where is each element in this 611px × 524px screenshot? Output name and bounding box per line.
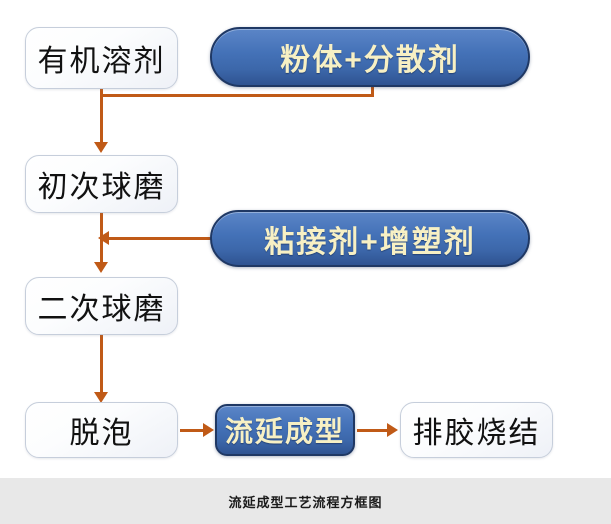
diagram-caption: 流延成型工艺流程方框图 — [228, 494, 383, 510]
arrowhead-down-icon — [94, 262, 108, 273]
node-label: 粘接剂+增塑剂 — [264, 225, 476, 259]
arrowhead-down-icon — [94, 142, 108, 153]
connector-segment-horizontal — [357, 429, 389, 432]
node-tape-casting[interactable]: 流延成型 — [215, 404, 355, 456]
arrowhead-right-icon — [203, 423, 214, 437]
connector-segment-horizontal — [180, 429, 205, 432]
node-label: 粉体+分散剂 — [280, 44, 460, 77]
arrowhead-right-icon — [387, 423, 398, 437]
connector-segment-vertical — [100, 335, 103, 397]
node-organic-solvent[interactable]: 有机溶剂 — [25, 27, 178, 89]
node-powder-dispersant[interactable]: 粉体+分散剂 — [210, 27, 530, 87]
node-label: 二次球磨 — [37, 293, 166, 326]
caption-bar: 流延成型工艺流程方框图 — [0, 478, 611, 524]
connector-segment-vertical — [100, 94, 103, 142]
node-binder-plasticizer[interactable]: 粘接剂+增塑剂 — [210, 210, 530, 267]
connector-segment-horizontal — [104, 237, 212, 240]
node-label: 排胶烧结 — [412, 417, 541, 450]
node-label: 初次球磨 — [37, 171, 166, 204]
node-debinding-sintering[interactable]: 排胶烧结 — [400, 402, 553, 458]
connector-segment-horizontal — [100, 94, 374, 97]
node-label: 流延成型 — [224, 416, 345, 447]
node-label: 有机溶剂 — [37, 45, 166, 78]
arrowhead-left-icon — [98, 231, 109, 245]
node-label: 脱泡 — [69, 417, 134, 450]
arrowhead-down-icon — [94, 392, 108, 403]
connector-segment-vertical — [100, 88, 103, 97]
node-first-milling[interactable]: 初次球磨 — [25, 155, 178, 213]
node-defoaming[interactable]: 脱泡 — [25, 402, 178, 458]
connector-segment-vertical — [371, 86, 374, 96]
node-second-milling[interactable]: 二次球磨 — [25, 277, 178, 335]
